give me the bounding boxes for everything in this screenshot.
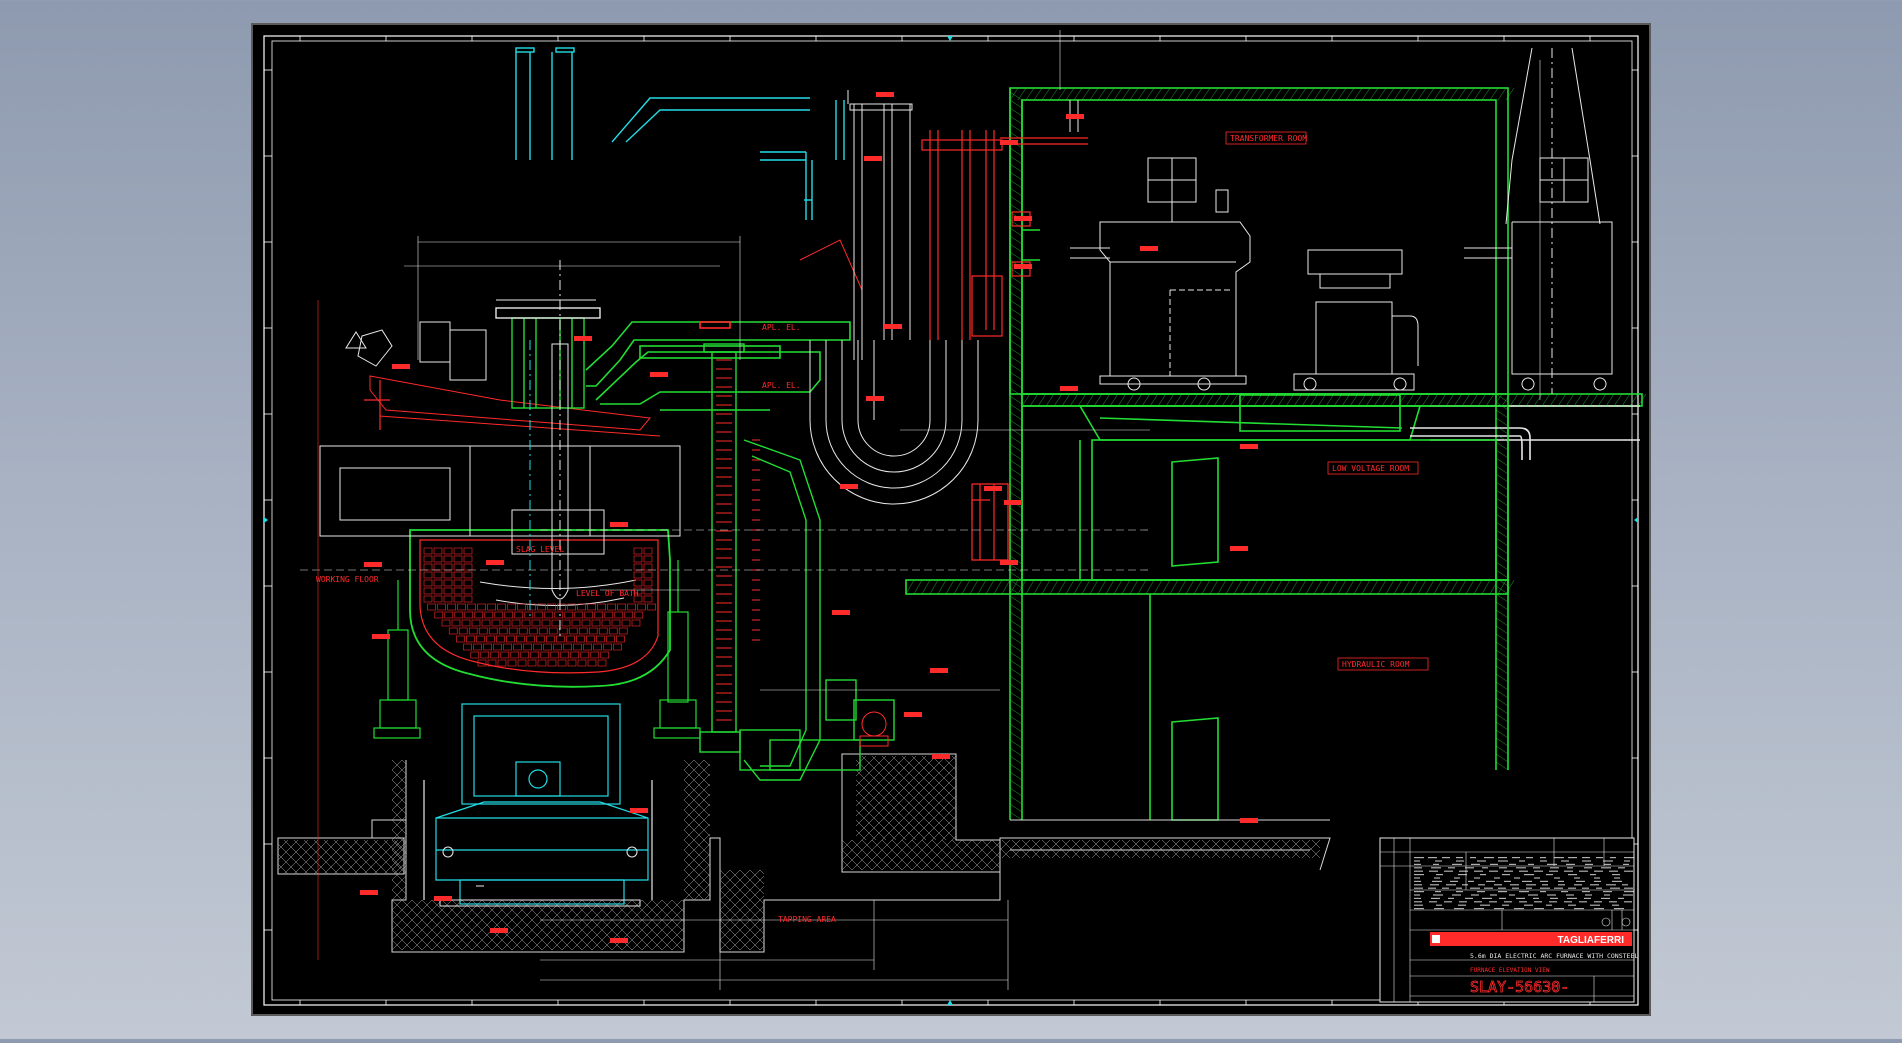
dimension-lines xyxy=(300,30,1541,990)
slag-level-label: SLAG LEVEL xyxy=(516,545,564,554)
drive-motor xyxy=(859,711,889,747)
apl-el-label-1: APL. EL. xyxy=(762,323,801,332)
hydraulic-room-label: HYDRAULIC ROOM xyxy=(1342,660,1410,669)
apl-el-label-2: APL. EL. xyxy=(762,381,801,390)
electrode-arm xyxy=(585,321,851,411)
hazard-symbol xyxy=(345,331,367,349)
company-logo-band xyxy=(1430,932,1632,946)
working-floor-label: WORKING FLOOR xyxy=(316,575,379,584)
wall-hatching xyxy=(905,87,1647,821)
refractory-lining xyxy=(423,547,656,667)
project-title: 5.6m DIA ELECTRIC ARC FURNACE WITH CONST… xyxy=(1470,952,1638,960)
electrode xyxy=(529,260,569,640)
transformer-2 xyxy=(1293,249,1419,391)
white-ducting xyxy=(847,90,1079,360)
view-title: FURNACE ELEVATION VIEW xyxy=(1470,967,1550,974)
furnace-roof-gantry xyxy=(357,299,661,437)
title-block: TAGLIAFERRI 5.6m DIA ELECTRIC ARC FURNAC… xyxy=(1379,837,1638,1003)
level-of-bath-label: LEVEL OF BATH xyxy=(576,589,639,598)
transformer-3 xyxy=(1464,47,1613,394)
company-name: TAGLIAFERRI xyxy=(1558,935,1625,946)
tilting-cylinders xyxy=(373,560,701,739)
mast-rack xyxy=(716,359,760,721)
drawing-number: SLAY-56630- xyxy=(1470,978,1569,996)
flexible-cable-loop xyxy=(809,340,979,505)
ground-hatching xyxy=(277,755,1321,951)
dimension-text xyxy=(360,92,1258,943)
transformer-1 xyxy=(1070,157,1251,391)
low-voltage-room-label: LOW VOLTAGE ROOM xyxy=(1332,464,1409,473)
ladle-rails xyxy=(439,846,641,907)
inner-frame xyxy=(271,40,1633,1001)
ladle-car xyxy=(423,703,653,905)
fume-duct xyxy=(515,47,845,220)
tapping-area-label: TAPPING AREA xyxy=(778,915,836,924)
transformer-room-label: TRANSFORMER ROOM xyxy=(1230,134,1307,143)
electrode-mast xyxy=(699,343,895,781)
